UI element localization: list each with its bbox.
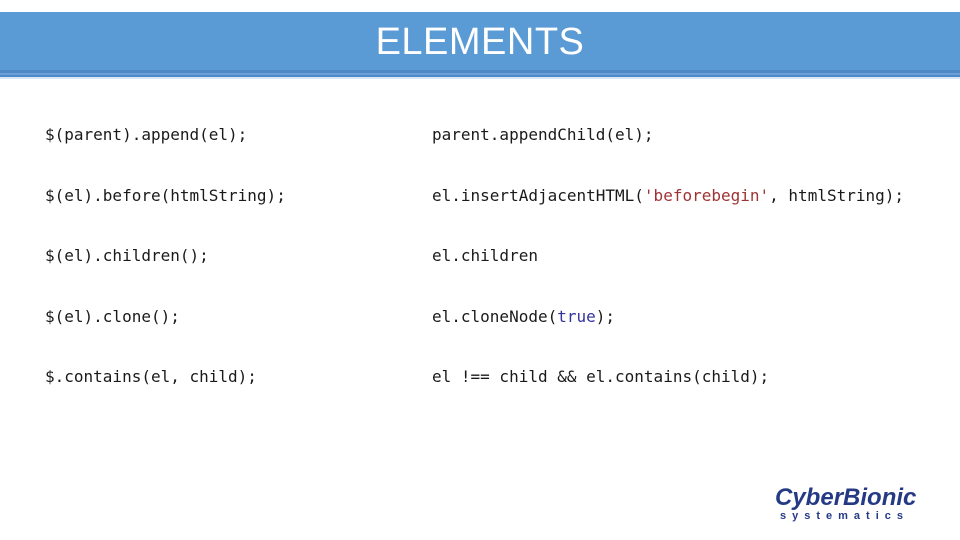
table-row: $(el).before(htmlString); el.insertAdjace…: [0, 181, 960, 242]
code-segment-string: 'beforebegin': [643, 185, 770, 205]
code-segment-default: $(parent).append(el);: [45, 125, 248, 144]
code-segment-default: el.cloneNode(: [432, 306, 558, 326]
code-segment-default: el.insertAdjacentHTML(: [432, 185, 644, 205]
code-comparison-table: $(parent).append(el); parent.appendChild(…: [0, 120, 960, 423]
code-segment-default: el.children: [432, 246, 538, 265]
code-segment-default: $(el).children();: [45, 246, 209, 265]
vanilla-code-cell: el !== child && el.contains(child);: [432, 367, 769, 386]
table-row: $(el).children(); el.children: [0, 241, 960, 302]
code-segment-default: $.contains(el, child);: [45, 367, 257, 386]
header-accent-line: [0, 70, 960, 73]
table-row: $.contains(el, child); el !== child && el…: [0, 362, 960, 423]
slide-title: ELEMENTS: [375, 21, 585, 63]
table-row: $(parent).append(el); parent.appendChild(…: [0, 120, 960, 181]
logo-brand-text: CyberBionic: [775, 484, 917, 511]
table-row: $(el).clone(); el.cloneNode(true);: [0, 302, 960, 363]
code-segment-default: $(el).clone();: [45, 306, 180, 326]
code-segment-default: $(el).before(htmlString);: [45, 185, 286, 205]
vanilla-code-cell: parent.appendChild(el);: [432, 125, 654, 144]
slide-header: ELEMENTS: [0, 12, 960, 79]
logo-subtext: systematics: [780, 510, 909, 522]
jquery-code-cell: $(el).clone();: [45, 307, 180, 326]
code-segment-default: parent.appendChild(el);: [432, 125, 654, 144]
header-accent-line: [0, 73, 960, 75]
code-segment-keyword: true: [557, 306, 596, 326]
code-segment-default: );: [595, 306, 616, 326]
vanilla-code-cell: el.insertAdjacentHTML('beforebegin', htm…: [432, 186, 904, 205]
vanilla-code-cell: el.cloneNode(true);: [432, 307, 615, 326]
vanilla-code-cell: el.children: [432, 246, 538, 265]
code-segment-default: , htmlString);: [769, 185, 905, 205]
jquery-code-cell: $.contains(el, child);: [45, 367, 257, 386]
jquery-code-cell: $(el).before(htmlString);: [45, 186, 286, 205]
header-accent-line: [0, 75, 960, 77]
cyberbionic-logo: CyberBionic systematics: [775, 485, 925, 522]
header-accent-line: [0, 77, 960, 79]
code-segment-default: el !== child && el.contains(child);: [432, 367, 770, 386]
jquery-code-cell: $(el).children();: [45, 246, 209, 265]
jquery-code-cell: $(parent).append(el);: [45, 125, 247, 144]
